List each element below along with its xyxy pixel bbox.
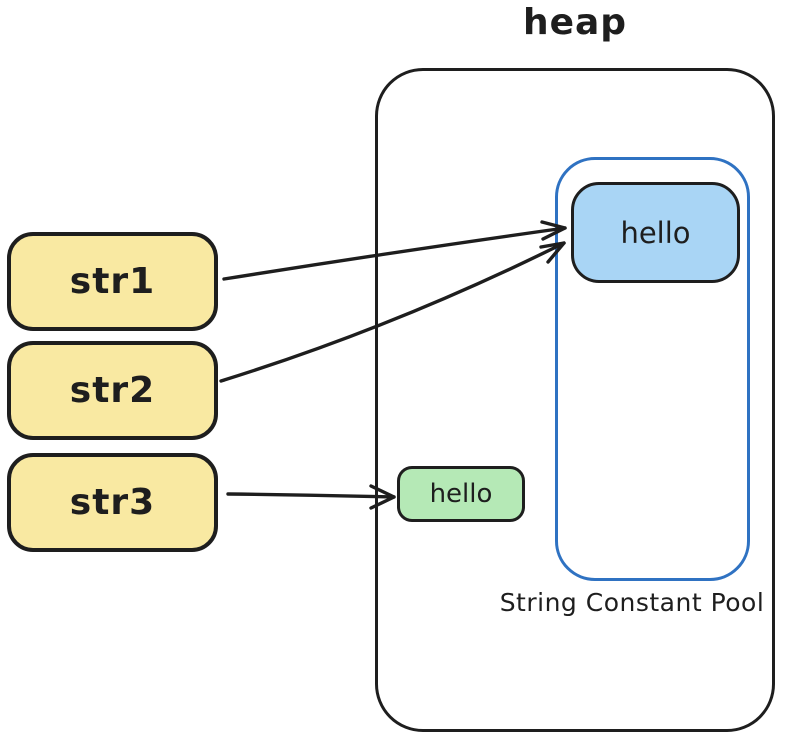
var-label-str2: str2 [69,370,156,411]
var-node-str2: str2 [7,341,218,440]
var-node-str1: str1 [7,232,218,331]
heap-title: heap [522,2,628,43]
heap-container [375,68,775,732]
heap-hello-node: hello [397,466,525,522]
arrow-str3-to-heap-hello [226,484,396,510]
pool-hello-node: hello [571,182,740,283]
string-constant-pool-caption: String Constant Pool [499,588,765,617]
pool-hello-label: hello [620,215,691,250]
var-node-str3: str3 [7,453,218,552]
var-label-str3: str3 [69,482,156,523]
var-label-str1: str1 [69,261,156,302]
heap-hello-label: hello [429,479,493,509]
